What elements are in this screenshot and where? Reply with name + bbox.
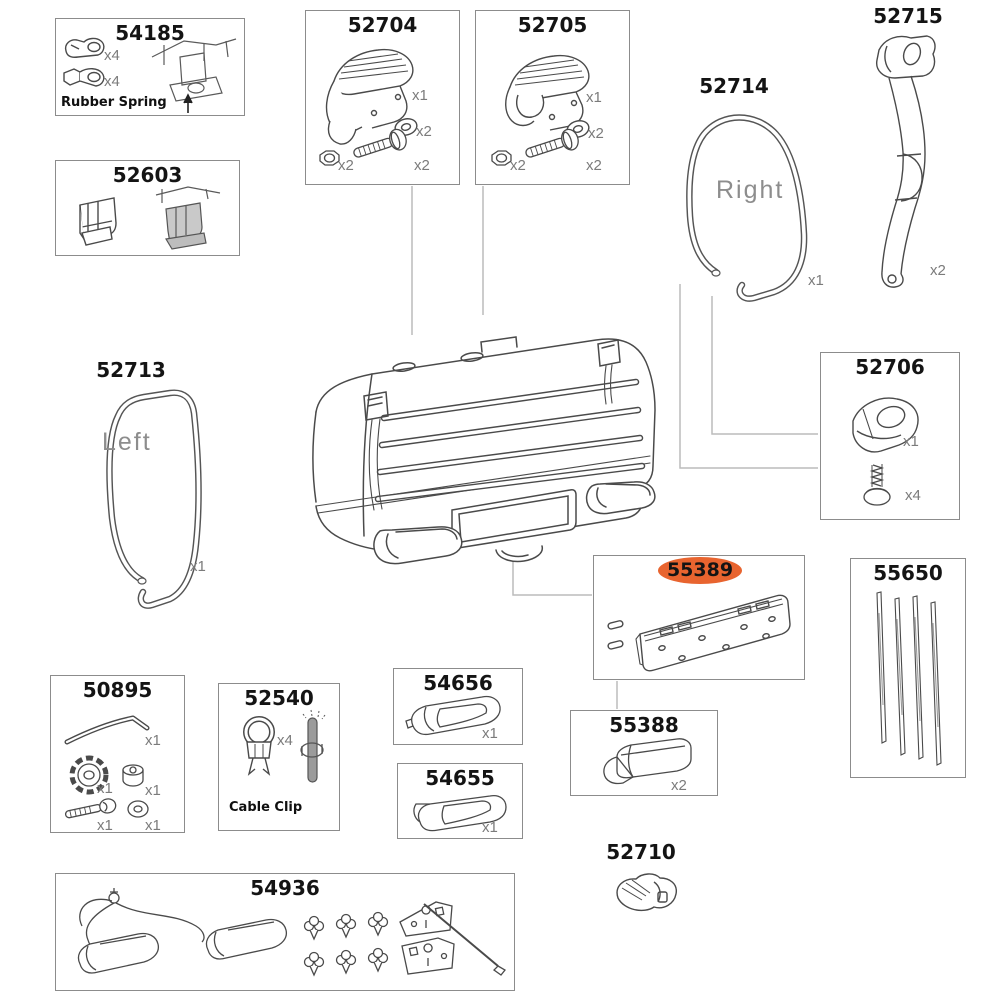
qty-label: x1: [145, 732, 161, 749]
lamp-icon: [206, 919, 286, 959]
part-number-52706[interactable]: 52706: [855, 355, 925, 379]
bolt-icon: [61, 794, 121, 824]
gasket-plate-icons: [400, 902, 454, 974]
qty-label: x2: [338, 157, 354, 174]
qty-label: x1: [586, 89, 602, 106]
qty-label: x4: [104, 73, 120, 90]
qty-label: x1: [903, 433, 919, 450]
bolt-icon: [520, 123, 584, 169]
qty-label: x1: [97, 780, 113, 797]
lamp-icon: [78, 933, 158, 973]
qty-label: x1: [482, 725, 498, 742]
part-box-55388: 55388 x2: [570, 710, 718, 796]
qty-label: x2: [510, 157, 526, 174]
cable-clip-icon: [229, 714, 289, 780]
part-number-52714[interactable]: 52714: [699, 74, 769, 98]
cable-tie-icon: [424, 904, 505, 975]
qty-label: x1: [97, 817, 113, 834]
nut-icon: [316, 147, 342, 169]
part-number-55650[interactable]: 55650: [873, 561, 943, 585]
qty-label: x1: [808, 272, 824, 289]
part-number-50895[interactable]: 50895: [82, 678, 153, 702]
right-tension-bracket-icon: [668, 100, 818, 310]
nut-icon: [488, 147, 514, 169]
part-box-54936: 54936: [55, 873, 515, 991]
qty-label: x1: [412, 87, 428, 104]
qty-label: x2: [671, 777, 687, 794]
qty-label: x2: [416, 123, 432, 140]
cable-with-clip-icon: [295, 708, 335, 792]
mount-location-sketch-icon: [144, 31, 244, 115]
part-box-54185: 54185 x4 x4 Rubber Spring: [55, 18, 245, 116]
knob-handle-icon: [608, 870, 690, 924]
qty-label: x1: [145, 782, 161, 799]
clip-fastener-icons: [305, 913, 388, 976]
trim-strips-icon: [869, 585, 949, 775]
knob-icon: [65, 752, 113, 798]
pad-icon: [593, 737, 697, 791]
qty-label: x4: [277, 732, 293, 749]
license-plate-holder-icon: [602, 586, 798, 676]
corner-housing-icon: [314, 39, 419, 147]
corner-housing-icon: [488, 43, 593, 143]
part-box-52706: 52706 x1 x4: [820, 352, 960, 520]
part-number-52540[interactable]: 52540: [244, 686, 314, 710]
part-box-52603: 52603: [55, 160, 240, 256]
qty-label: x1: [482, 819, 498, 836]
qty-label: x2: [930, 262, 946, 279]
part-number-54185[interactable]: 54185: [115, 21, 185, 45]
part-number-54655[interactable]: 54655: [425, 766, 495, 790]
cargo-box-illustration: [300, 318, 670, 583]
light-kit-icon: [64, 886, 512, 988]
part-box-55650: 55650: [850, 558, 966, 778]
part-box-50895: 50895 x1 x1 x1 x1 x1: [50, 675, 185, 834]
left-side-caption: Left: [102, 428, 152, 456]
part-box-54656: 54656 x1: [393, 668, 523, 745]
part-number-52705[interactable]: 52705: [517, 13, 588, 37]
part-number-52715[interactable]: 52715: [873, 4, 943, 28]
highlighted-part-number-55389[interactable]: 55389: [658, 557, 742, 584]
right-side-caption: Right: [716, 176, 785, 204]
part-box-52704: 52704 x1 x2 x2 x2: [305, 10, 460, 185]
part-box-52705: 52705 x1 x2 x2 x2: [475, 10, 630, 185]
part-number-55388[interactable]: 55388: [609, 713, 679, 737]
allen-key-icon: [61, 708, 153, 746]
part-number-52713[interactable]: 52713: [96, 358, 166, 382]
bolt-icon: [348, 123, 412, 169]
part-number-54936[interactable]: 54936: [250, 876, 320, 900]
screw-icon: [857, 459, 897, 509]
washer-icon: [125, 798, 151, 820]
qty-label: x1: [190, 558, 206, 575]
left-tension-bracket-icon: [68, 388, 218, 613]
cover-clip-icon: [74, 189, 140, 251]
spacer-icon: [119, 762, 147, 790]
corner-foot-icon: [839, 387, 931, 461]
qty-label: x4: [905, 487, 921, 504]
rubber-spring-caption: Rubber Spring: [61, 95, 167, 110]
rubber-spring-arm-icon: [60, 63, 106, 93]
part-box-55389: 55389: [593, 555, 805, 680]
rubber-spring-arm-icon: [62, 35, 106, 63]
part-number-52704[interactable]: 52704: [347, 13, 418, 37]
qty-label: x2: [414, 157, 430, 174]
strap-arm-icon: [855, 30, 950, 295]
qty-label: x2: [588, 125, 604, 142]
part-number-54656[interactable]: 54656: [423, 671, 493, 695]
part-number-52603[interactable]: 52603: [112, 163, 183, 187]
part-box-52540: 52540 x4 Cable Clip: [218, 683, 340, 831]
qty-label: x1: [145, 817, 161, 834]
lamp-housing-right-icon: [402, 693, 506, 743]
qty-label: x4: [104, 47, 120, 64]
qty-label: x2: [586, 157, 602, 174]
part-number-52710[interactable]: 52710: [606, 840, 676, 864]
part-box-54655: 54655 x1: [397, 763, 523, 839]
lamp-housing-left-icon: [408, 788, 510, 838]
cable-clip-caption: Cable Clip: [229, 800, 303, 815]
cover-clip-mounted-icon: [148, 183, 228, 253]
